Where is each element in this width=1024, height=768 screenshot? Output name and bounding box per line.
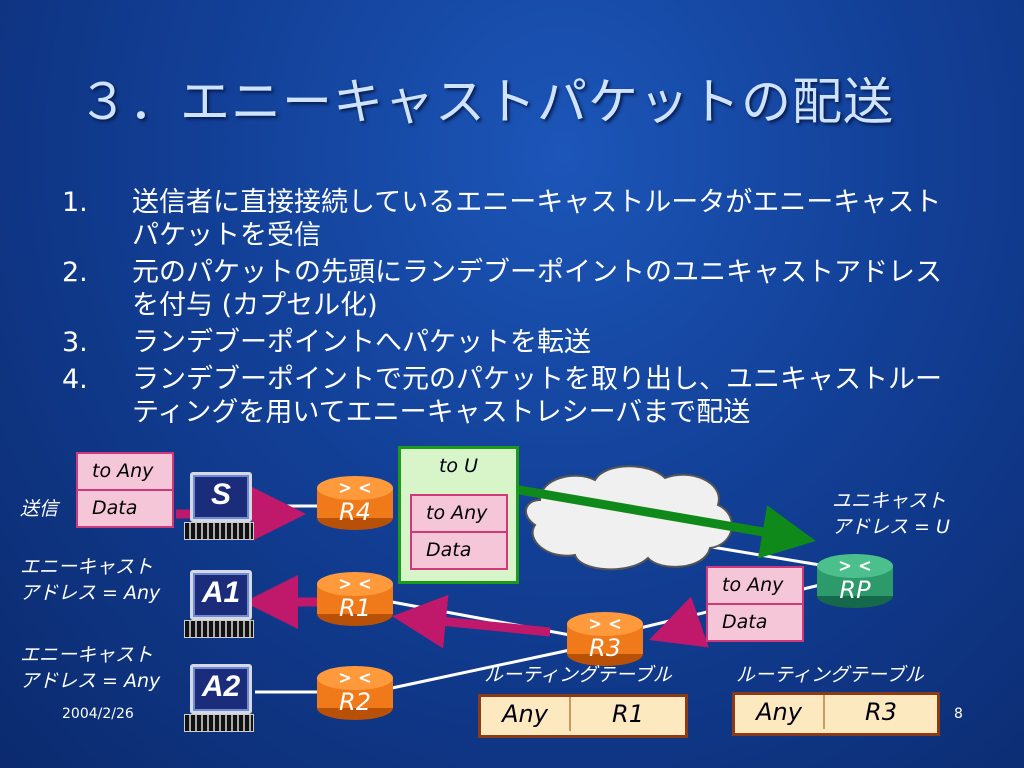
- router-label: R1: [339, 594, 371, 622]
- routing-table-label-rp: ルーティングテーブル: [736, 664, 924, 686]
- packet-header: to Any: [426, 502, 488, 524]
- step-number: 2.: [62, 257, 88, 288]
- packet-decapsulated: to Any Data: [706, 566, 804, 642]
- host-sender: S: [184, 472, 256, 542]
- monitor-icon: S: [190, 472, 252, 522]
- page-number: 8: [954, 706, 963, 722]
- step-text: 送信者に直接接続しているエニーキャストルータがエニーキャストパケットを受信: [132, 187, 942, 251]
- table-next-hop: R1: [612, 700, 644, 728]
- router-icon: [317, 666, 393, 720]
- page-title: ３．エニーキャストパケットの配送: [78, 73, 894, 131]
- routing-table-r3: Any R1: [478, 694, 688, 738]
- anycast-label-a2-line2: アドレス = Any: [20, 670, 161, 692]
- packet-data: Data: [708, 603, 802, 640]
- router-label: R3: [589, 634, 621, 662]
- host-label: A1: [201, 576, 241, 609]
- step-text: 元のパケットの先頭にランデブーポイントのユニキャストアドレスを付与 (カプセル化…: [132, 257, 942, 321]
- step-number: 1.: [62, 187, 88, 218]
- router-label: R4: [339, 498, 371, 526]
- router-label: R2: [339, 688, 371, 716]
- list-item: 1. 送信者に直接接続しているエニーキャストルータがエニーキャストパケットを受信: [62, 186, 962, 252]
- arrow-rp-to-r3: [649, 596, 709, 648]
- table-dest: Any: [481, 697, 571, 731]
- router-icon: [567, 612, 643, 666]
- step-text: ランデブーポイントで元のパケットを取り出し、ユニキャストルーティングを用いてエニ…: [132, 364, 942, 428]
- encap-header: to U: [438, 455, 479, 477]
- packet-original: to Any Data: [76, 452, 174, 528]
- arrow-tunnel-to-rp: [507, 483, 816, 559]
- router-rp: RP: [816, 552, 894, 610]
- sender-label: 送信: [20, 498, 59, 520]
- link-cloud-rp: [699, 543, 821, 567]
- step-number: 4.: [62, 364, 88, 395]
- monitor-icon: A2: [190, 664, 252, 714]
- packet-header: to Any: [92, 460, 154, 482]
- list-item: 2. 元のパケットの先頭にランデブーポイントのユニキャストアドレスを付与 (カプセ…: [62, 256, 962, 322]
- packet-inner: to Any Data: [410, 494, 508, 570]
- step-text: ランデブーポイントへパケットを転送: [132, 327, 591, 358]
- host-label: S: [210, 478, 231, 511]
- step-list: 1.送信者に直接接続しているエニーキャストルータがエニーキャストパケットを受信 …: [62, 186, 962, 433]
- router-r1: R1: [316, 570, 394, 628]
- cloud-shape: [525, 465, 733, 571]
- packet-data: Data: [412, 531, 506, 568]
- keyboard-icon: [184, 620, 254, 638]
- keyboard-icon: [184, 522, 254, 540]
- router-icon: [817, 554, 893, 608]
- router-r2: R2: [316, 664, 394, 722]
- packet-header: to Any: [722, 574, 784, 596]
- routing-table-rp: Any R3: [732, 692, 940, 736]
- table-next-hop: R3: [865, 698, 897, 726]
- step-number: 3.: [62, 327, 88, 358]
- link-r2-r3: [391, 648, 571, 690]
- table-dest: Any: [735, 695, 825, 729]
- packet-data: Data: [78, 489, 172, 526]
- monitor-icon: A1: [190, 570, 252, 620]
- routing-table-label-r3: ルーティングテーブル: [484, 664, 672, 686]
- keyboard-icon: [184, 714, 254, 732]
- list-item: 4. ランデブーポイントで元のパケットを取り出し、ユニキャストルーティングを用いて…: [62, 363, 962, 429]
- unicast-label-line2: アドレス = U: [832, 516, 950, 538]
- anycast-label-a2-line1: エニーキャスト: [20, 644, 154, 666]
- router-label: RP: [839, 576, 871, 604]
- router-r3: R3: [566, 610, 644, 668]
- footer-date: 2004/2/26: [62, 706, 134, 722]
- anycast-label-a1-line1: エニーキャスト: [20, 556, 154, 578]
- unicast-label-line1: ユニキャスト: [832, 490, 947, 512]
- router-icon: [317, 476, 393, 530]
- host-label: A2: [201, 670, 241, 703]
- arrow-r3-to-r1: [392, 594, 551, 649]
- host-receiver-a2: A2: [184, 664, 256, 734]
- list-item: 3. ランデブーポイントへパケットを転送: [62, 326, 962, 359]
- router-icon: [317, 572, 393, 626]
- host-receiver-a1: A1: [184, 570, 256, 640]
- anycast-label-a1-line2: アドレス = Any: [20, 582, 161, 604]
- router-r4: R4: [316, 474, 394, 532]
